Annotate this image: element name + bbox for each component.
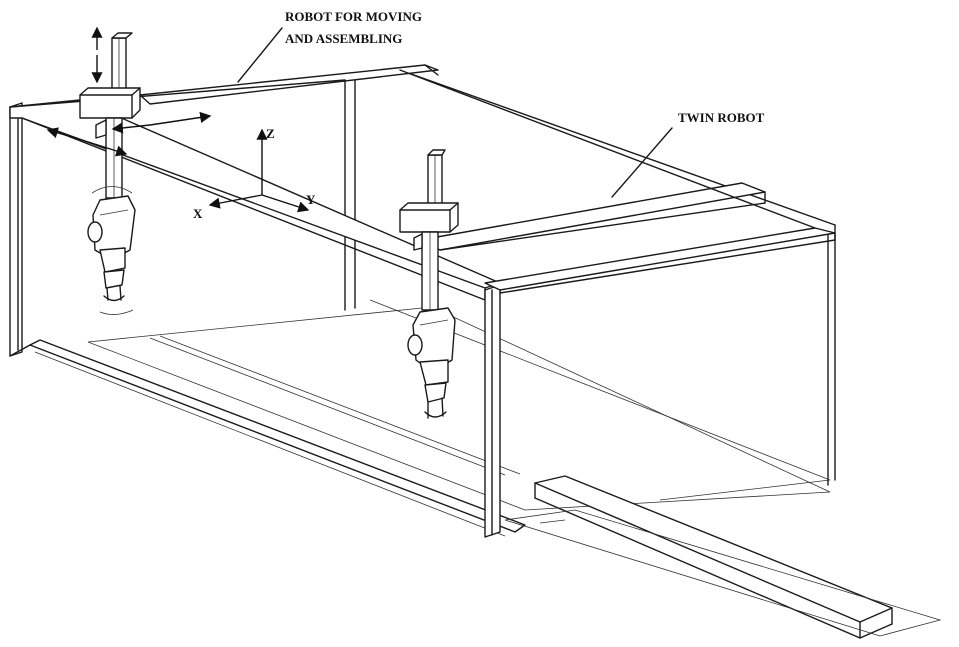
floor-rail-left [29, 335, 526, 537]
label-robot-moving-line2: AND ASSEMBLING [285, 31, 402, 46]
robot-right [399, 149, 459, 419]
floor-rail-extension [504, 475, 942, 639]
axis-x-label: X [193, 206, 203, 221]
axis-z-label: Z [266, 126, 275, 141]
motion-arrows [46, 26, 212, 157]
coordinate-axes: Z X Y [193, 126, 316, 221]
floor-plate [87, 306, 831, 511]
label-robot-moving-line1: ROBOT FOR MOVING [285, 9, 422, 24]
robot-left [79, 32, 141, 315]
axis-y-label: Y [306, 192, 316, 207]
leader-lines [237, 27, 673, 198]
front-frame [9, 69, 836, 538]
back-frame [344, 69, 836, 501]
label-twin-robot: TWIN ROBOT [678, 110, 765, 125]
